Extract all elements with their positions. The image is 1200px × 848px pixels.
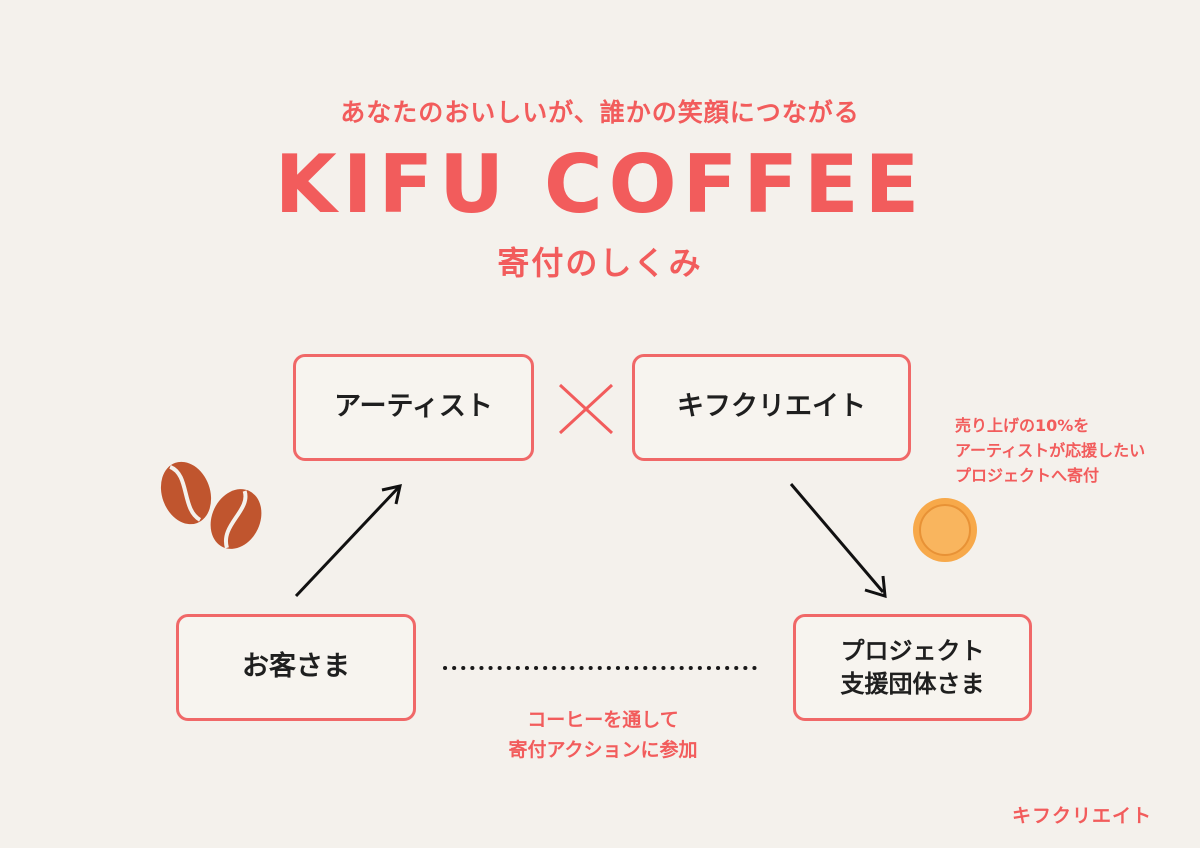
artist-node: アーティスト	[293, 354, 534, 461]
footer-brand: キフクリエイト	[1012, 805, 1153, 827]
customer-node: お客さま	[176, 614, 416, 721]
cross-icon	[558, 383, 614, 435]
kifu-create-node: キフクリエイト	[632, 354, 911, 461]
coffee-bean-icon	[160, 461, 262, 549]
arrow-up-right-icon	[294, 484, 402, 598]
artist-label: アーティスト	[334, 391, 493, 423]
participation-note: コーヒーを通して 寄付アクションに参加	[508, 709, 698, 762]
kifu-create-label: キフクリエイト	[677, 391, 866, 423]
donation-note: 売り上げの10%を アーティストが応援したい プロジェクトへ寄付	[955, 416, 1146, 485]
coin-icon	[913, 498, 977, 562]
dotted-line	[443, 666, 764, 670]
project-label: プロジェクト 支援団体さま	[840, 637, 985, 698]
customer-label: お客さま	[242, 651, 350, 683]
tagline: あなたのおいしいが、誰かの笑顔につながる	[340, 98, 860, 127]
page-title: KIFU COFFEE	[274, 138, 926, 231]
page-subtitle: 寄付のしくみ	[497, 244, 703, 282]
project-node: プロジェクト 支援団体さま	[793, 614, 1032, 721]
arrow-down-right-icon	[789, 483, 887, 599]
